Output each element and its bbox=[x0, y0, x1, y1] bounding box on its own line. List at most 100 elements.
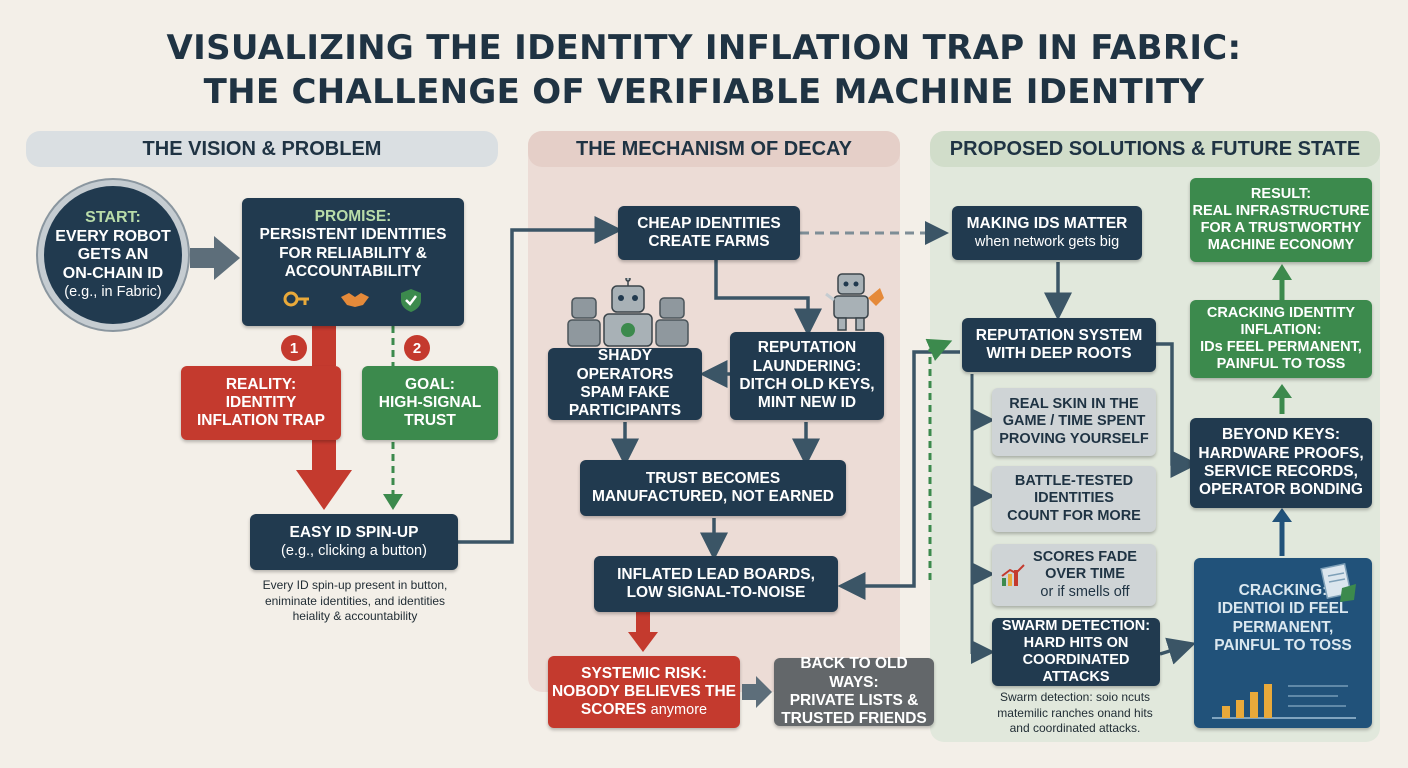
goal-box: GOAL: HIGH-SIGNAL TRUST bbox=[362, 366, 498, 440]
beyond-line4: OPERATOR BONDING bbox=[1199, 481, 1363, 499]
start-line4: ON-CHAIN ID bbox=[63, 265, 163, 284]
cracking-bottom-line3: PERMANENT, bbox=[1233, 619, 1334, 637]
robot-group-icon bbox=[566, 278, 690, 348]
robot-laundering-icon bbox=[820, 264, 886, 332]
reputation-line1: REPUTATION SYSTEM bbox=[976, 327, 1143, 345]
battle-line3: COUNT FOR MORE bbox=[1007, 508, 1141, 525]
cracking-identity-inflation-box: CRACKING IDENTITY INFLATION: IDs FEEL PE… bbox=[1190, 300, 1372, 378]
scores-fade-box: SCORES FADE OVER TIME or if smells off bbox=[992, 544, 1156, 606]
reputation-laundering-box: REPUTATION LAUNDERING: DITCH OLD KEYS, M… bbox=[730, 332, 884, 420]
start-line3: GETS AN bbox=[78, 246, 149, 265]
cracking-top-line2: INFLATION: bbox=[1240, 322, 1321, 339]
goal-line3: TRUST bbox=[404, 412, 456, 430]
cracking-top-line4: PAINFUL TO TOSS bbox=[1217, 356, 1346, 373]
cracking-bottom-line4: PAINFUL TO TOSS bbox=[1214, 637, 1352, 655]
back-line2: PRIVATE LISTS & bbox=[790, 692, 919, 710]
handshake-icon bbox=[339, 287, 371, 311]
back-line1: BACK TO OLD WAYS: bbox=[774, 655, 934, 692]
cracking-top-line3: IDs FEEL PERMANENT, bbox=[1200, 339, 1362, 356]
beyond-line1: BEYOND KEYS: bbox=[1222, 426, 1340, 444]
making-line1: MAKING IDs MATTER bbox=[967, 215, 1128, 233]
battle-line1: BATTLE-TESTED bbox=[1015, 473, 1133, 490]
trust-line1: TRUST BECOMES bbox=[646, 470, 780, 488]
systemic-line1: SYSTEMIC RISK: bbox=[581, 665, 707, 683]
easy-label: EASY ID SPIN-UP bbox=[290, 524, 419, 542]
swarm-detection-box: SWARM DETECTION: HARD HITS ON COORDINATE… bbox=[992, 618, 1160, 686]
swarm-line3: COORDINATED ATTACKS bbox=[992, 652, 1160, 686]
red-arrow-stem-bottom bbox=[312, 440, 336, 470]
growth-chart-icon bbox=[1000, 564, 1026, 588]
reality-line3: INFLATION TRAP bbox=[197, 412, 325, 430]
result-line2: REAL INFRASTRUCTURE bbox=[1193, 203, 1370, 220]
cheap-line2: CREATE FARMS bbox=[648, 233, 769, 251]
laundering-line2: LAUNDERING: bbox=[753, 358, 862, 376]
promise-line2: PERSISTENT IDENTITIES bbox=[260, 226, 447, 244]
goal-label: GOAL: bbox=[405, 376, 455, 394]
skin-line1: REAL SKIN IN THE bbox=[1009, 396, 1138, 413]
promise-box: PROMISE: PERSISTENT IDENTITIES FOR RELIA… bbox=[242, 198, 464, 326]
skin-line2: GAME / TIME SPENT bbox=[1003, 413, 1146, 430]
swarm-note: Swarm detection: soio ncuts matemilic ra… bbox=[990, 690, 1160, 737]
back-line3: TRUSTED FRIENDS bbox=[781, 710, 927, 728]
making-line2: when network gets big bbox=[975, 234, 1119, 251]
promise-icons bbox=[283, 287, 423, 313]
cheap-identities-box: CHEAP IDENTITIES CREATE FARMS bbox=[618, 206, 800, 260]
start-circle: START: EVERY ROBOT GETS AN ON-CHAIN ID (… bbox=[38, 180, 188, 330]
laundering-line3: DITCH OLD KEYS, bbox=[739, 376, 874, 394]
reality-line2: IDENTITY bbox=[226, 394, 297, 412]
systemic-risk-box: SYSTEMIC RISK: NOBODY BELIEVES THE SCORE… bbox=[548, 656, 740, 728]
inflated-line2: LOW SIGNAL-TO-NOISE bbox=[627, 584, 806, 602]
swarm-line1: SWARM DETECTION: bbox=[1002, 618, 1150, 635]
start-line5: (e.g., in Fabric) bbox=[64, 284, 162, 301]
swarm-note-line1: Swarm detection: soio ncuts bbox=[990, 690, 1160, 706]
start-label: START: bbox=[85, 209, 141, 228]
growth-chart-icon bbox=[1208, 666, 1360, 722]
shady-line1: SHADY OPERATORS bbox=[548, 347, 702, 384]
result-line1: RESULT: bbox=[1251, 186, 1311, 203]
battle-tested-box: BATTLE-TESTED IDENTITIES COUNT FOR MORE bbox=[992, 466, 1156, 532]
systemic-line3b: anymore bbox=[651, 702, 707, 718]
easy-spinup-box: EASY ID SPIN-UP (e.g., clicking a button… bbox=[250, 514, 458, 570]
scores-line3: or if smells off bbox=[1040, 584, 1129, 601]
shady-operators-box: SHADY OPERATORS SPAM FAKE PARTICIPANTS bbox=[548, 348, 702, 420]
cracking-bottom-box: CRACKING: IDENTIOI ID FEEL PERMANENT, PA… bbox=[1194, 558, 1372, 728]
trust-line2: MANUFACTURED, NOT EARNED bbox=[592, 488, 834, 506]
skin-line3: PROVING YOURSELF bbox=[999, 431, 1149, 448]
inflated-line1: INFLATED LEAD BOARDS, bbox=[617, 566, 815, 584]
systemic-line3a: SCORES bbox=[581, 701, 646, 718]
promise-line4: ACCOUNTABILITY bbox=[285, 263, 422, 281]
step-2-badge: 2 bbox=[404, 335, 430, 361]
easy-note-line2: eniminate identities, and identities bbox=[242, 594, 468, 610]
easy-spinup-note: Every ID spin-up present in button, enim… bbox=[242, 578, 468, 625]
red-arrow-stem-top bbox=[312, 326, 336, 366]
cheap-line1: CHEAP IDENTITIES bbox=[637, 215, 781, 233]
beyond-line2: HARDWARE PROOFS, bbox=[1198, 445, 1363, 463]
beyond-keys-box: BEYOND KEYS: HARDWARE PROOFS, SERVICE RE… bbox=[1190, 418, 1372, 508]
reputation-line2: WITH DEEP ROOTS bbox=[986, 345, 1131, 363]
trust-manufactured-box: TRUST BECOMES MANUFACTURED, NOT EARNED bbox=[580, 460, 846, 516]
start-line2: EVERY ROBOT bbox=[55, 228, 171, 247]
shield-check-icon bbox=[399, 287, 423, 313]
key-icon bbox=[283, 287, 311, 311]
easy-note-line1: Every ID spin-up present in button, bbox=[242, 578, 468, 594]
shady-line3: PARTICIPANTS bbox=[569, 402, 681, 420]
swarm-note-line2: matemilic ranches onand hits bbox=[990, 706, 1160, 722]
step-1-badge: 1 bbox=[281, 335, 307, 361]
scores-line1: SCORES FADE bbox=[1033, 549, 1137, 566]
swarm-line2: HARD HITS ON bbox=[1024, 635, 1129, 652]
systemic-line2: NOBODY BELIEVES THE bbox=[552, 683, 736, 701]
promise-label: PROMISE: bbox=[315, 208, 392, 226]
battle-line2: IDENTITIES bbox=[1034, 490, 1114, 507]
goal-line2: HIGH-SIGNAL bbox=[379, 394, 481, 412]
reality-label: REALITY: bbox=[226, 376, 296, 394]
red-arrow-head bbox=[296, 470, 352, 510]
promise-line3: FOR RELIABILITY & bbox=[279, 245, 427, 263]
reality-box: REALITY: IDENTITY INFLATION TRAP bbox=[181, 366, 341, 440]
inflated-leaderboards-box: INFLATED LEAD BOARDS, LOW SIGNAL-TO-NOIS… bbox=[594, 556, 838, 612]
reputation-system-box: REPUTATION SYSTEM WITH DEEP ROOTS bbox=[962, 318, 1156, 372]
document-icon bbox=[1312, 562, 1362, 606]
swarm-note-line3: and coordinated attacks. bbox=[990, 721, 1160, 737]
easy-sub: (e.g., clicking a button) bbox=[281, 543, 427, 560]
scores-line2: OVER TIME bbox=[1045, 566, 1125, 583]
result-box: RESULT: REAL INFRASTRUCTURE FOR A TRUSTW… bbox=[1190, 178, 1372, 262]
